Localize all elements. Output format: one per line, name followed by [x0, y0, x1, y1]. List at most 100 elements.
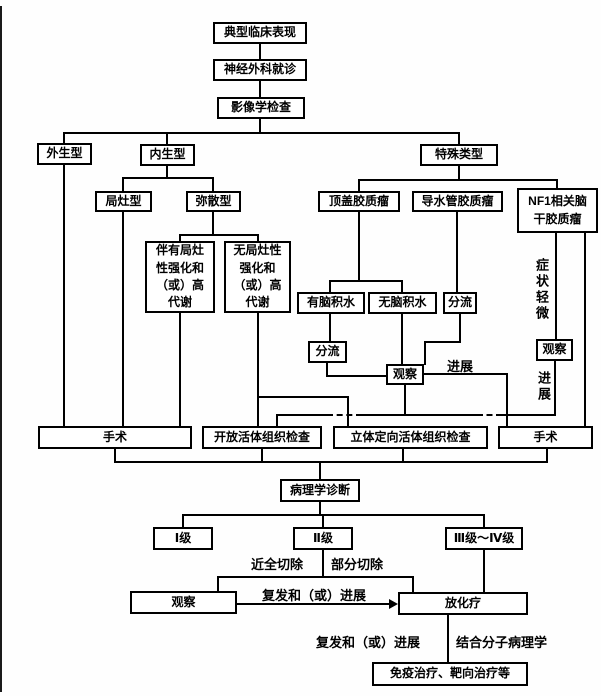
- node-special-type: 特殊类型: [420, 144, 498, 166]
- connector-line: [424, 341, 461, 343]
- connector-line: [322, 550, 324, 578]
- connector-line: [122, 177, 214, 179]
- connector-line: [212, 177, 214, 192]
- node-grade-3-4: Ⅲ级～Ⅳ级: [445, 527, 523, 550]
- edge-label-recurrence-mid: 复发和（或）进展: [262, 588, 367, 603]
- connector-line: [401, 280, 403, 293]
- connector-line: [114, 461, 548, 463]
- connector-line: [401, 314, 403, 365]
- connector-line: [358, 179, 360, 192]
- connector-line: [182, 514, 184, 528]
- connector-line: [402, 449, 404, 463]
- connector-line: [502, 414, 556, 416]
- connector-line: [358, 179, 558, 181]
- node-shunt-left: 分流: [308, 341, 347, 363]
- connector-line: [63, 165, 65, 427]
- connector-line: [276, 414, 278, 427]
- node-immunotherapy-targeted: 免疫治疗、靶向治疗等: [372, 662, 528, 686]
- connector-line: [458, 165, 460, 181]
- node-observe-right: 观察: [536, 339, 573, 361]
- connector-line: [458, 132, 460, 145]
- connector-line: [556, 179, 558, 189]
- connector-line: [179, 234, 259, 236]
- connector-line: [259, 43, 261, 60]
- connector-line: [257, 396, 349, 398]
- node-grade-2: Ⅱ级: [293, 527, 353, 550]
- connector-line: [555, 233, 557, 340]
- connector-line: [259, 118, 261, 134]
- edge-label-molecular-pathology: 结合分子病理学: [456, 635, 548, 650]
- node-observe-middle: 观察: [386, 364, 424, 385]
- edge-label-partial-resection: 部分切除: [331, 557, 384, 572]
- connector-line: [212, 212, 214, 236]
- node-without-focal-enhancement: 无局灶性强化和（或）高代谢: [224, 241, 291, 313]
- node-aqueduct-glioma: 导水管胶质瘤: [412, 191, 503, 212]
- node-observe-bottom: 观察: [130, 591, 237, 614]
- edge-label-progression-right: 进展: [536, 371, 551, 403]
- connector-line: [217, 576, 414, 578]
- node-chemoradiotherapy: 放化疗: [398, 592, 528, 615]
- node-imaging-exam: 影像学检查: [217, 97, 305, 119]
- connector-line: [277, 414, 327, 416]
- connector-line: [217, 576, 219, 592]
- connector-line: [483, 514, 485, 528]
- node-open-biopsy: 开放活体组织检查: [202, 426, 322, 449]
- edge-label-near-total-resection: 近全切除: [251, 557, 304, 572]
- connector-line: [483, 550, 485, 593]
- node-grade-1: Ⅰ级: [153, 527, 213, 550]
- arrowhead-right: [389, 599, 398, 609]
- node-surgery-left: 手术: [38, 426, 192, 449]
- connector-line: [182, 514, 485, 516]
- connector-line: [447, 615, 449, 663]
- node-stereotactic-biopsy: 立体定向活体组织检查: [333, 426, 488, 449]
- connector-line: [329, 280, 403, 282]
- connector-line: [362, 414, 477, 416]
- edge-label-recurrence-bottom: 复发和（或）进展: [316, 635, 421, 650]
- edge-label-progression-mid: 进展: [447, 359, 474, 374]
- connector-line: [259, 80, 261, 98]
- connector-line: [424, 373, 508, 375]
- node-nf1-glioma: NF1相关脑干胶质瘤: [517, 188, 598, 233]
- connector-line: [546, 449, 548, 463]
- node-neurosurgery-visit: 神经外科就诊: [213, 59, 307, 81]
- connector-line-dashed: [477, 414, 502, 416]
- connector-line: [326, 375, 387, 377]
- edge-label-mild-symptoms: 症状轻微: [534, 258, 549, 322]
- node-pathology-diagnosis: 病理学诊断: [280, 479, 360, 502]
- node-surgery-right: 手术: [498, 426, 593, 449]
- connector-line: [412, 576, 414, 593]
- scan-edge-artifact: [0, 6, 2, 692]
- node-no-hydrocephalus: 无脑积水: [368, 292, 437, 314]
- connector-line: [329, 280, 331, 293]
- connector-line: [114, 449, 116, 463]
- node-with-hydrocephalus: 有脑积水: [297, 292, 365, 314]
- connector-line: [319, 461, 321, 480]
- connector-line: [122, 212, 124, 427]
- connector-line: [358, 212, 360, 282]
- connector-line: [261, 449, 263, 463]
- node-with-focal-enhancement: 伴有局灶性强化和（或）高代谢: [145, 241, 215, 313]
- node-typical-clinical: 典型临床表现: [213, 22, 307, 44]
- connector-line: [424, 341, 426, 365]
- connector-line: [456, 212, 458, 293]
- node-focal-type: 局灶型: [95, 191, 152, 212]
- connector-line: [166, 166, 168, 179]
- connector-line: [319, 502, 321, 516]
- connector-line: [322, 514, 324, 528]
- node-shunt-right: 分流: [443, 292, 477, 314]
- connector-line: [326, 363, 328, 377]
- connector-line: [404, 385, 406, 416]
- connector-line: [63, 132, 460, 134]
- connector-line: [63, 132, 65, 144]
- connector-line: [554, 361, 556, 416]
- connector-line: [179, 313, 181, 427]
- connector-line: [257, 234, 259, 242]
- connector-line: [584, 233, 586, 427]
- connector-line: [329, 314, 331, 342]
- connector-line: [347, 396, 349, 427]
- connector-line: [122, 177, 124, 192]
- node-endophytic-type: 内生型: [140, 144, 195, 166]
- node-exophytic-type: 外生型: [37, 143, 92, 165]
- connector-line-dashed: [327, 414, 362, 416]
